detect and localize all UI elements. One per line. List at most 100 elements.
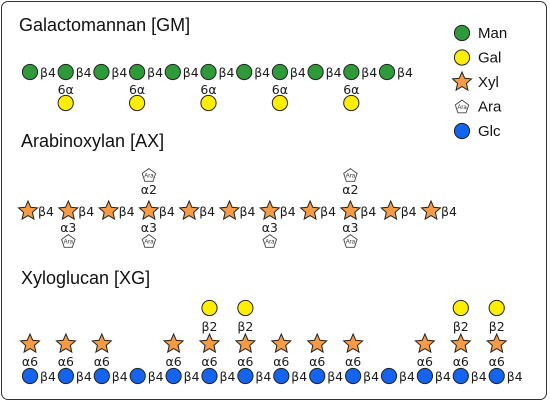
ara-residue bbox=[343, 234, 358, 248]
ax-title: Arabinoxylan [AX] bbox=[21, 131, 164, 151]
xg-beta4-linkage: β4 bbox=[112, 369, 128, 384]
xg-alpha6-linkage: α6 bbox=[453, 354, 469, 369]
xg-alpha6-linkage: α6 bbox=[201, 354, 217, 369]
gal-residue bbox=[271, 94, 288, 112]
ax-beta4-linkage: β4 bbox=[240, 204, 256, 219]
gm-beta4-linkage: β4 bbox=[147, 65, 163, 80]
man-residue bbox=[307, 63, 324, 81]
ax-beta4-linkage: β4 bbox=[320, 204, 336, 219]
legend-label-xyl: Xyl bbox=[478, 74, 499, 91]
xyl-residue bbox=[218, 199, 241, 221]
ara-residue-label: Ara bbox=[144, 174, 154, 180]
gm-6alpha-linkage: 6α bbox=[58, 82, 74, 97]
glc-residue bbox=[129, 367, 146, 385]
xyl-residue bbox=[234, 332, 257, 354]
man-residue bbox=[236, 63, 253, 81]
gal-residue bbox=[488, 299, 505, 317]
xyl-residue bbox=[55, 332, 77, 354]
xg-beta4-linkage: β4 bbox=[363, 369, 379, 384]
xg-beta4-linkage: β4 bbox=[255, 369, 271, 384]
man-residue bbox=[200, 63, 217, 81]
man-residue bbox=[164, 63, 181, 81]
xg-beta4-linkage: β4 bbox=[76, 369, 92, 384]
ara-residue-label: Ara bbox=[346, 240, 356, 246]
xyl-residue bbox=[198, 332, 221, 354]
ax-alpha3-linkage: α3 bbox=[262, 220, 278, 235]
ax-beta4-linkage: β4 bbox=[38, 204, 54, 219]
gm-beta4-linkage: β4 bbox=[254, 65, 270, 80]
glc-residue bbox=[452, 367, 469, 385]
ara-residue bbox=[141, 234, 157, 248]
glc-residue bbox=[57, 367, 75, 385]
xg-beta4-linkage: β4 bbox=[327, 369, 343, 384]
ax-beta4-linkage: β4 bbox=[199, 204, 215, 219]
xg-beta4-linkage: β4 bbox=[220, 369, 236, 384]
glc-residue bbox=[21, 367, 39, 385]
ara-residue bbox=[262, 234, 278, 248]
ara-residue bbox=[343, 168, 358, 182]
xg-alpha6-linkage: α6 bbox=[165, 354, 181, 369]
man-residue bbox=[271, 63, 288, 81]
ara-residue-label: Ara bbox=[265, 240, 275, 246]
man-residue bbox=[21, 63, 39, 81]
xyl-residue bbox=[450, 332, 472, 354]
xyl-residue bbox=[420, 199, 442, 221]
xyl-residue bbox=[259, 199, 281, 221]
ax-alpha2-linkage: α2 bbox=[141, 182, 157, 197]
ara-residue-label: Ara bbox=[346, 174, 356, 180]
xg-alpha6-linkage: α6 bbox=[489, 354, 505, 369]
xyl-residue bbox=[451, 70, 473, 92]
gm-6alpha-linkage: 6α bbox=[272, 82, 288, 97]
xg-title: Xyloglucan [XG] bbox=[21, 268, 150, 288]
gm-6alpha-linkage: 6α bbox=[200, 82, 216, 97]
ax-alpha3-linkage: α3 bbox=[141, 220, 157, 235]
ax-beta4-linkage: β4 bbox=[119, 204, 135, 219]
xyl-residue bbox=[19, 332, 41, 354]
ax-beta4-linkage: β4 bbox=[78, 204, 94, 219]
glc-residue bbox=[309, 367, 326, 385]
xg-beta4-linkage: β4 bbox=[399, 369, 415, 384]
glc-residue bbox=[488, 367, 505, 385]
man-residue bbox=[343, 63, 360, 81]
gm-title: Galactomannan [GM] bbox=[19, 15, 190, 35]
xg-alpha6-linkage: α6 bbox=[22, 354, 38, 369]
xg-alpha6-linkage: α6 bbox=[94, 354, 110, 369]
glc-residue bbox=[416, 367, 433, 385]
ax-alpha3-linkage: α3 bbox=[60, 220, 76, 235]
xyl-residue bbox=[485, 332, 508, 354]
xg-beta4-linkage: β4 bbox=[291, 369, 307, 384]
glc-residue bbox=[345, 367, 362, 385]
man-residue bbox=[93, 63, 110, 81]
xyl-residue bbox=[414, 332, 436, 354]
xyl-residue bbox=[379, 199, 402, 221]
man-residue bbox=[378, 63, 396, 81]
gal-residue bbox=[452, 299, 469, 317]
glc-residue bbox=[453, 122, 471, 140]
legend-label-ara: Ara bbox=[478, 99, 502, 116]
gal-residue bbox=[57, 94, 74, 112]
gal-residue bbox=[200, 94, 217, 112]
xyl-residue bbox=[339, 199, 362, 221]
gal-residue bbox=[343, 94, 360, 112]
glc-residue bbox=[273, 367, 290, 385]
gm-beta4-linkage: β4 bbox=[361, 65, 377, 80]
xyl-residue bbox=[299, 199, 321, 221]
xg-beta4-linkage: β4 bbox=[40, 369, 56, 384]
xg-beta2-linkage: β2 bbox=[237, 319, 253, 334]
ax-beta4-linkage: β4 bbox=[441, 204, 457, 219]
glc-residue bbox=[380, 367, 398, 385]
xg-beta2-linkage: β2 bbox=[489, 319, 505, 334]
legend-label-glc: Glc bbox=[478, 123, 501, 140]
gm-beta4-linkage: β4 bbox=[290, 65, 306, 80]
gal-residue bbox=[129, 94, 146, 112]
legend-label-man: Man bbox=[478, 25, 507, 42]
xyl-residue bbox=[342, 332, 364, 354]
gm-6alpha-linkage: 6α bbox=[343, 82, 359, 97]
xg-alpha6-linkage: α6 bbox=[237, 354, 253, 369]
ax-alpha3-linkage: α3 bbox=[342, 220, 358, 235]
xg-beta4-linkage: β4 bbox=[507, 369, 523, 384]
